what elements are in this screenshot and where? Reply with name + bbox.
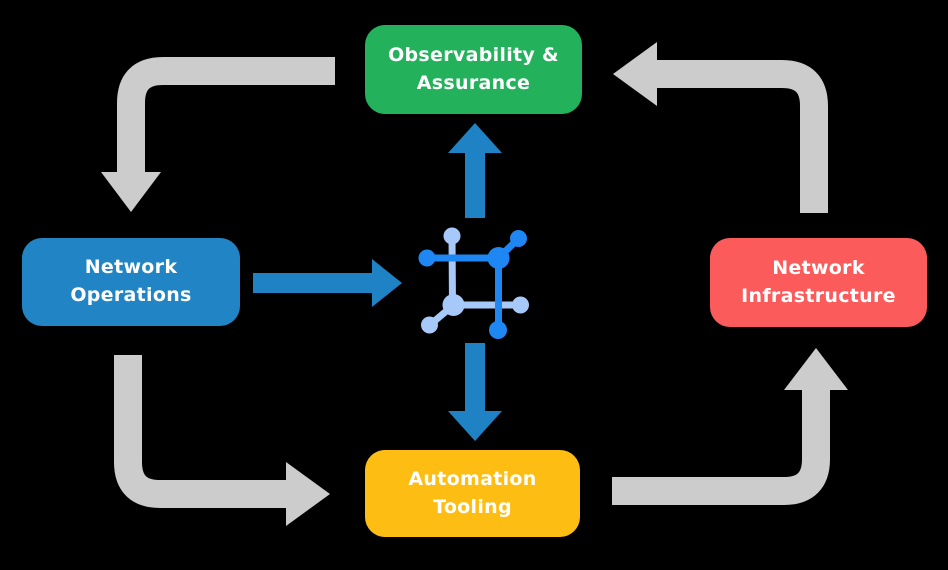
node-observability-assurance: Observability & Assurance [365,25,582,114]
hub-light-vertical-line [448,232,456,309]
hub-dark-junction-node [487,247,510,269]
flow-arrow-operations-to-hub [253,259,402,307]
node-infrastructure-label: Network Infrastructure [741,256,896,307]
hub-dark-bottom-node [489,321,507,339]
node-observability-label: Observability & Assurance [388,43,559,94]
hub-light-right-node [512,296,529,314]
node-tooling-label: Automation Tooling [408,467,537,518]
hub-light-junction-node [442,294,465,316]
cycle-arrow-tooling-to-infrastructure [612,348,848,505]
hub-light-top-node [443,227,461,245]
hub-dark-diagonal-node [510,230,527,247]
hub-light-diagonal-node [421,316,438,334]
network-hub-icon [418,227,529,339]
node-operations-label: Network Operations [70,256,192,306]
cycle-arrow-operations-to-tooling [114,355,330,526]
node-network-infrastructure: Network Infrastructure [710,238,927,327]
flow-arrow-hub-to-tooling [448,343,502,441]
node-network-operations: Network Operations [22,238,240,326]
flow-arrow-hub-to-observability [448,123,502,218]
hub-dark-left-node [418,249,436,267]
node-automation-tooling: Automation Tooling [365,450,580,537]
cycle-arrow-infrastructure-to-observability [613,42,828,213]
cycle-arrow-observability-to-operations [101,57,335,212]
